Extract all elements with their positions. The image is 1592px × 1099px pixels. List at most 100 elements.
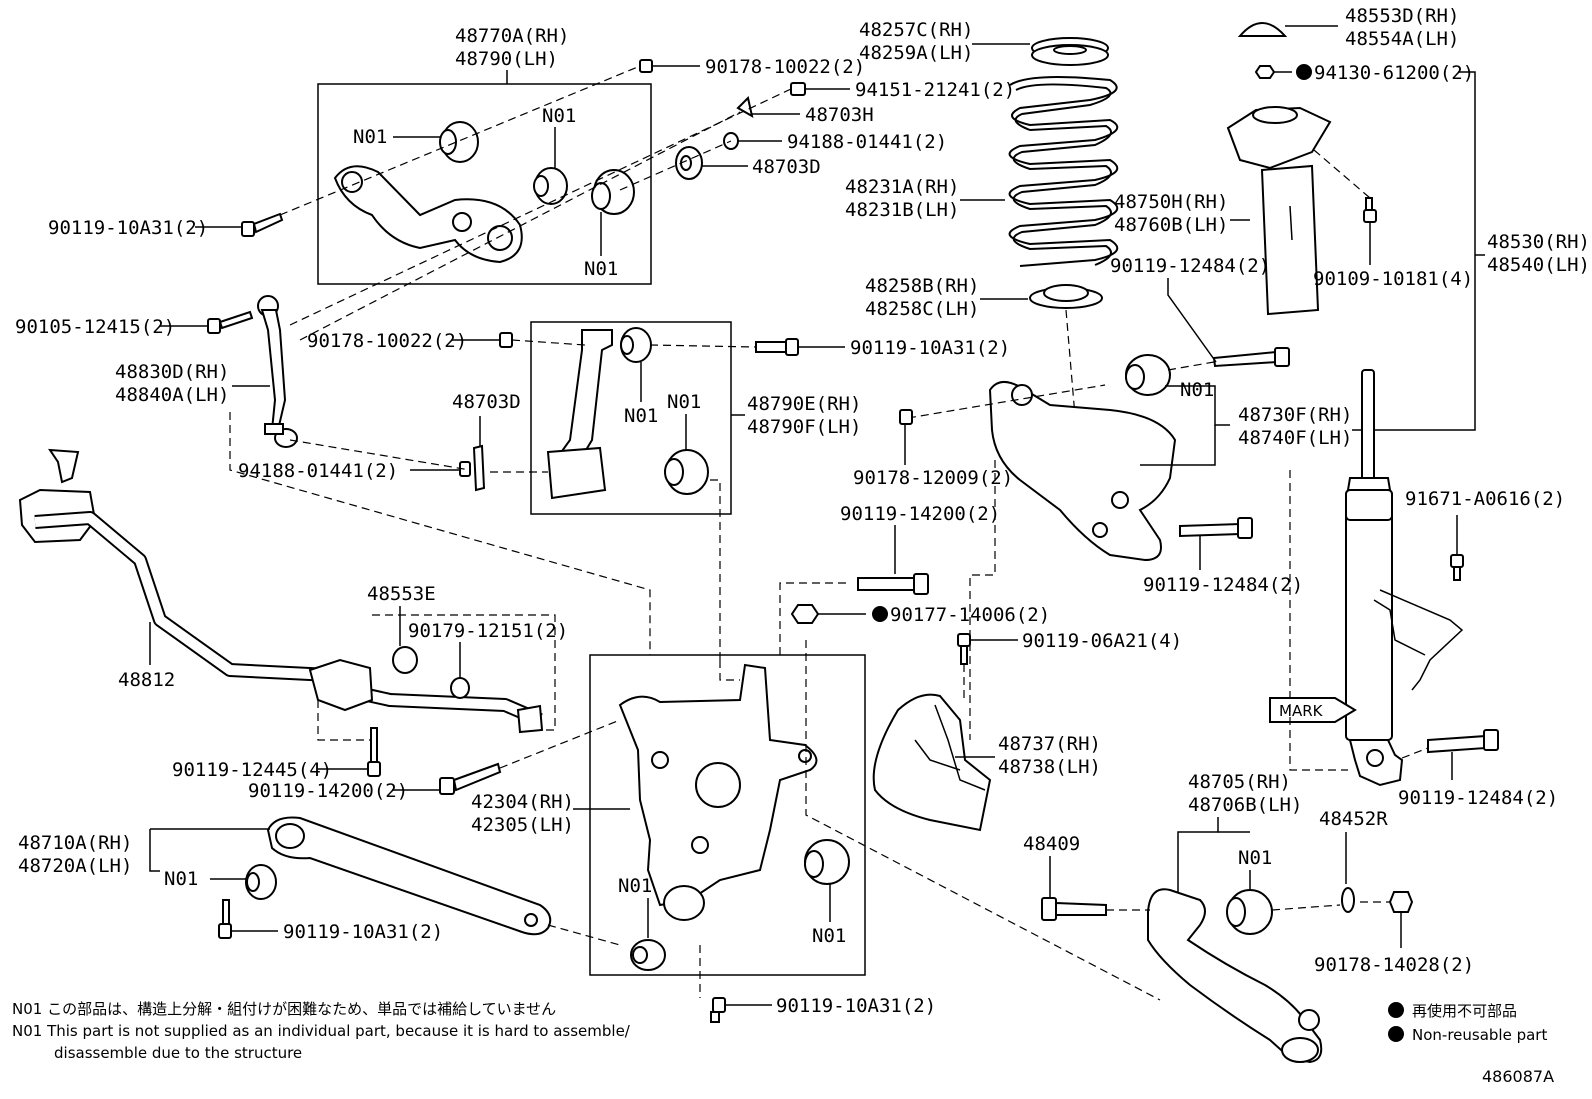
bolt-91671-A0616: 91671-A0616(2) [1405,488,1565,581]
n01-label-a: N01 [353,126,387,148]
stabilizer-link [257,295,298,448]
bolt-90119-10A31-low: 90119-10A31(2) [218,899,443,943]
bolt-90178-10022-top: 90178-10022(2) [639,56,865,78]
washer-48452R [1341,887,1355,913]
bolt-90119-12484-b: 90119-12484(2) [1143,517,1303,596]
washer-48703D-mid [472,444,486,492]
bolt-90119-12484-c: 90119-12484(2) [1398,729,1558,809]
cover-lh-label: 48738(LH) [998,756,1101,778]
bolt-91671-A0616-label: 91671-A0616(2) [1405,488,1565,510]
nut-94188-01441-mid-label: 94188-01441(2) [238,460,398,482]
stabilizer-bar [18,448,544,734]
mount-lh-label: 48760B(LH) [1114,214,1228,236]
bolt-90119-14200-mid: 90119-14200(2) [840,503,1000,595]
washer-48452R-label: 48452R [1319,808,1388,830]
n01-label-f: N01 [164,868,198,890]
mark-label: MARK [1279,702,1324,720]
n01-label-j: N01 [1238,847,1272,869]
note-en-2: disassemble due to the structure [54,1044,302,1062]
knuckle-box [589,654,866,976]
shock-rh-label: 48530(RH) [1487,231,1590,253]
knuckle-group: N01 N01 42304(RH) 42305(LH) [471,654,866,976]
spring-lh-label: 48231B(LH) [845,199,959,221]
stab-bar-label: 48812 [118,669,175,691]
nut-90177-14006-label: 90177-14006(2) [890,604,1050,626]
bolt-90119-12484-a-label: 90119-12484(2) [1110,255,1270,277]
bolt-90119-10A31-low-label: 90119-10A31(2) [283,921,443,943]
toe-arm-box [530,321,732,515]
cap-rh-label: 48553D(RH) [1345,5,1459,27]
bolt-90119-06A21: 90119-06A21(4) [957,630,1182,665]
shock-absorber [1345,369,1464,787]
nut-94130-61200: 94130-61200(2) [1254,62,1476,431]
mount-rh-label: 48750H(RH) [1114,191,1228,213]
washer-48703D-top-label: 48703D [752,156,821,178]
washer-48703D-top: 48703D [675,146,821,180]
n01-label-i: N01 [812,925,846,947]
upper-arm-lh-label: 48790(LH) [455,48,558,70]
nut-90178-12009: 90178-12009(2) [853,409,1013,489]
n01-label-g: N01 [1180,379,1214,401]
bolt-90119-10A31-bottom-label: 90119-10A31(2) [776,995,936,1017]
bolt-90105-12415: 90105-12415(2) [15,310,254,338]
bolt-48409 [1041,897,1107,921]
lower-arm-2 [1147,888,1323,1064]
washer-48703H: 48703H [736,96,874,126]
bushing-knuckle-2 [630,939,666,971]
lower-arm-rh-label: 48730F(RH) [1238,404,1352,426]
note-en-1: N01 This part is not supplied as an indi… [12,1022,631,1040]
bolt-90119-10A31-top-label: 90119-10A31(2) [48,217,208,239]
lower-spring-seat [1029,284,1103,309]
stab-bush-group: 48553E 90179-12151(2) [317,583,568,741]
washer-48703D-mid-label: 48703D [452,391,521,413]
bolt-90109-10181: 90109-10181(4) [1313,197,1473,290]
arm-rear-lh-label: 48720A(LH) [18,855,132,877]
n01-label-e: N01 [667,391,701,413]
bushing-lower-arm-2 [1226,889,1273,935]
cap-lh-label: 48554A(LH) [1345,28,1459,50]
bolt-94151-21241-label: 94151-21241(2) [855,79,1015,101]
bolt-90119-12484-c-label: 90119-12484(2) [1398,787,1558,809]
bolt-90119-10A31-mid-label: 90119-10A31(2) [850,337,1010,359]
washer-48703H-label: 48703H [805,104,874,126]
knuckle-rh-label: 42304(RH) [471,791,574,813]
bushing-upper-2 [533,167,568,205]
nut-94130-61200-label: 94130-61200(2) [1314,62,1474,84]
n01-label-c: N01 [584,258,618,280]
toe-arm-group: N01 N01 48790E(RH) 48790F(LH) [530,321,861,515]
bolt-90178-10022-top-label: 90178-10022(2) [705,56,865,78]
mark-tag: MARK [1269,697,1357,723]
bolt-90109-10181-label: 90109-10181(4) [1313,268,1473,290]
legend-bullet-2 [1388,1026,1404,1042]
bolt-90119-12484-b-label: 90119-12484(2) [1143,574,1303,596]
link-rh-label: 48830D(RH) [115,361,229,383]
nut-90177-14006: 90177-14006(2) [790,604,1050,626]
bushing-rear-arm [245,864,277,900]
spring-rh-label: 48231A(RH) [845,176,959,198]
seat-low-lh-label: 48258C(LH) [865,298,979,320]
coil-spring [1008,75,1119,267]
lower-arm-lh-label: 48740F(LH) [1238,427,1352,449]
bolt-90119-06A21-label: 90119-06A21(4) [1022,630,1182,652]
legend-jp: 再使用不可部品 [1412,1002,1517,1020]
seat-low-rh-label: 48258B(RH) [865,275,979,297]
bolt-90119-14200-left-label: 90119-14200(2) [248,780,408,802]
arm-low2-rh-label: 48705(RH) [1188,771,1291,793]
bolt-94151-21241: 94151-21241(2) [790,79,1015,101]
note-jp: N01 この部品は、構造上分解・組付けが困難なため、単品では補給していません [12,1000,556,1018]
bolt-90119-12445-label: 90119-12445(4) [172,759,332,781]
lower-rear-arm [266,816,552,936]
cover-rh-label: 48737(RH) [998,733,1101,755]
seat-top-rh-label: 48257C(RH) [859,19,973,41]
bolt-90119-12484-a: 90119-12484(2) [1110,255,1290,368]
legend: 再使用不可部品 Non-reusable part [1388,1002,1547,1044]
legend-en: Non-reusable part [1412,1026,1547,1044]
link-lh-label: 48840A(LH) [115,384,229,406]
seat-top-lh-label: 48259A(LH) [859,42,973,64]
nut-94188-01441-top: 94188-01441(2) [723,131,947,153]
upper-arm [333,165,523,264]
bushing-upper-3 [591,169,635,215]
bolt-90105-12415-label: 90105-12415(2) [15,316,175,338]
bolt-90119-10A31-bottom: 90119-10A31(2) [710,995,936,1023]
